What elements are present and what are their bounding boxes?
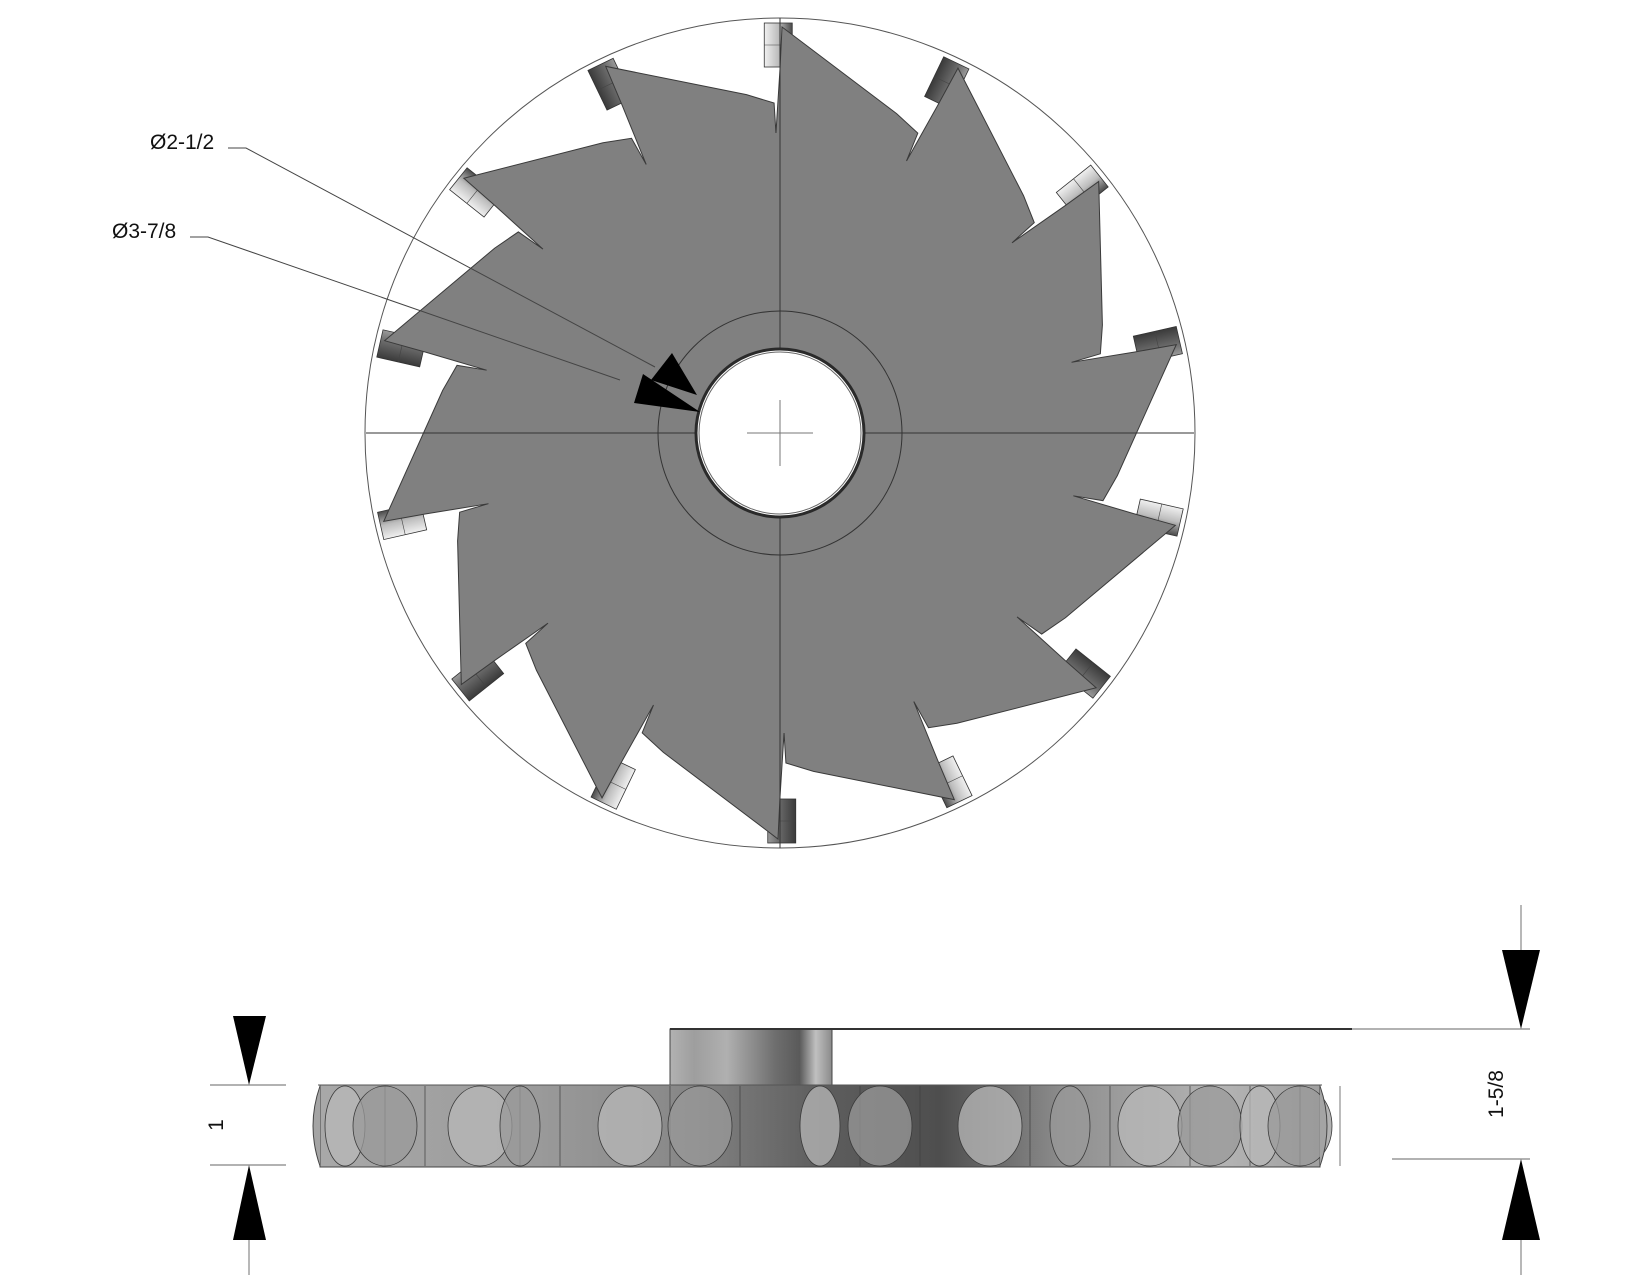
tooth-side-profile bbox=[957, 1085, 1023, 1167]
overall-thickness-label: 1-5/8 bbox=[1485, 1070, 1508, 1118]
side-teeth bbox=[312, 1085, 1341, 1167]
tooth-side-profile bbox=[1049, 1085, 1091, 1167]
side-view: 1 1-5/8 bbox=[205, 905, 1540, 1275]
callout-hub-dia: Ø3-7/8 bbox=[112, 220, 700, 412]
hub-dia-arrow bbox=[634, 374, 700, 412]
tooth-side-profile bbox=[352, 1085, 418, 1167]
tooth-side-profile bbox=[1267, 1085, 1333, 1167]
tooth-side-profile bbox=[1117, 1085, 1183, 1167]
dim-arrow-down bbox=[233, 1016, 266, 1085]
bore-chamfer bbox=[698, 351, 862, 515]
bore-dia-leader bbox=[228, 147, 656, 368]
dim-arrow-down-r bbox=[1502, 950, 1540, 1029]
tooth-side-profile bbox=[667, 1085, 733, 1167]
tooth-side-profile bbox=[499, 1085, 541, 1167]
tooth-side-profile bbox=[799, 1085, 841, 1167]
tooth-end-cap bbox=[1319, 1085, 1328, 1167]
tooth-side-profile bbox=[847, 1085, 913, 1167]
callout-bore-dia: Ø2-1/2 bbox=[150, 131, 697, 395]
front-view: Ø2-1/2 Ø3-7/8 bbox=[112, 17, 1196, 849]
hub-side bbox=[669, 1028, 833, 1086]
bore-dia-arrow bbox=[651, 353, 697, 395]
dim-body-thickness: 1 bbox=[205, 1016, 286, 1275]
hub-dia-leader bbox=[190, 236, 621, 381]
dim-overall-thickness: 1-5/8 bbox=[1352, 905, 1540, 1275]
dim-arrow-up-r bbox=[1502, 1159, 1540, 1240]
dim-arrow-up bbox=[233, 1165, 266, 1240]
hub-dia-label: Ø3-7/8 bbox=[112, 220, 176, 243]
tooth-end-cap bbox=[312, 1085, 321, 1167]
bore-dia-label: Ø2-1/2 bbox=[150, 131, 214, 154]
body-thickness-label: 1 bbox=[205, 1119, 228, 1131]
tooth-side-profile bbox=[597, 1085, 663, 1167]
tooth-side-profile bbox=[1177, 1085, 1243, 1167]
